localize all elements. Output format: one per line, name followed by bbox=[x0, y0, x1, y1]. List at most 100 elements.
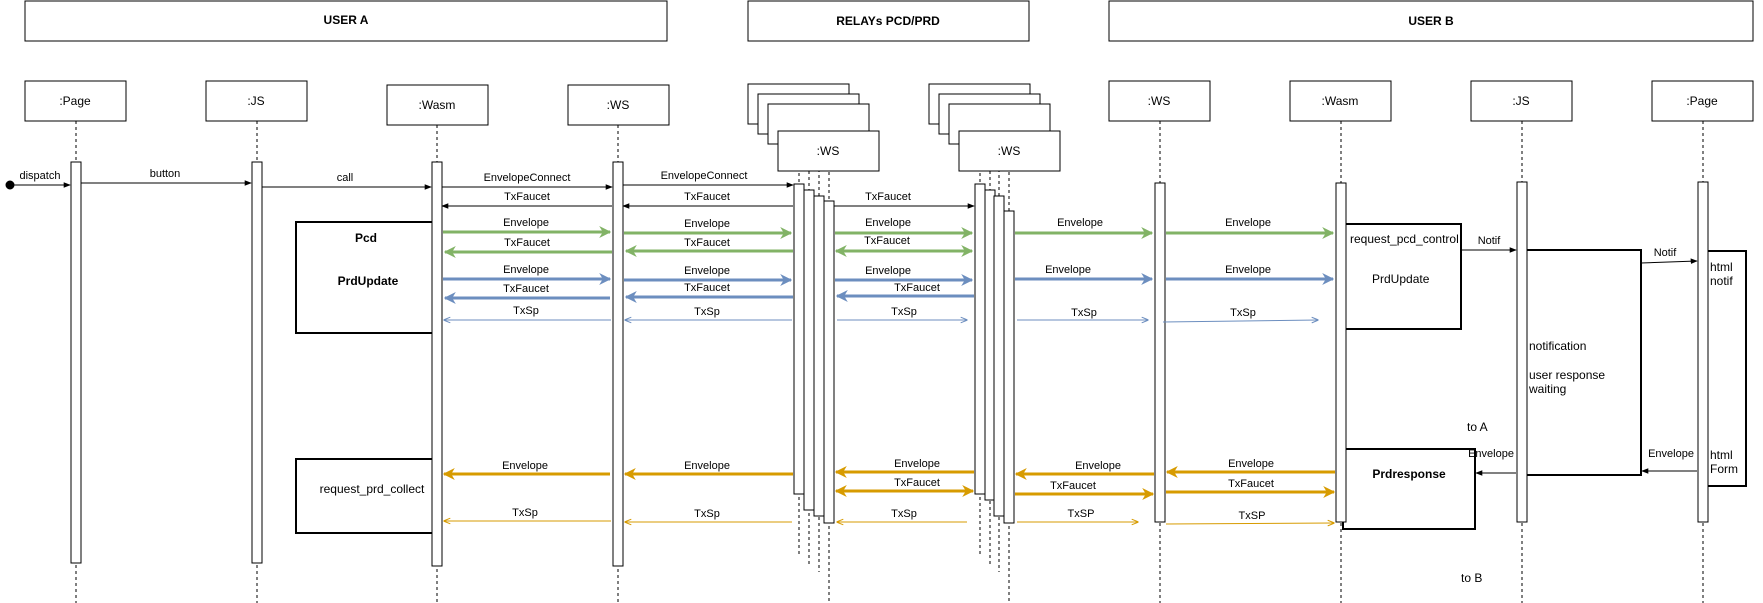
note-request-pcd-control bbox=[1342, 223, 1462, 330]
label-orange-txfaucet-3: TxFaucet bbox=[1228, 478, 1274, 490]
label-blue-txfaucet-1: TxFaucet bbox=[503, 283, 549, 295]
label-button: button bbox=[150, 168, 181, 180]
label-call: call bbox=[337, 172, 354, 184]
activation-b-ws bbox=[1154, 182, 1166, 523]
label-orange-txsp-1: TxSp bbox=[512, 507, 538, 519]
black-messages bbox=[5, 180, 1698, 476]
label-green-envelope-3: Envelope bbox=[865, 217, 911, 229]
label-green-txfaucet-1: TxFaucet bbox=[504, 237, 550, 249]
label-blue-txfaucet-3: TxFaucet bbox=[894, 282, 940, 294]
label-blue-txsp-3: TxSp bbox=[891, 306, 917, 318]
message-labels: dispatch button call EnvelopeConnect Env… bbox=[20, 168, 1694, 522]
note-html-notif bbox=[1705, 250, 1747, 487]
activation-b-wasm bbox=[1335, 182, 1347, 523]
activation-a-js bbox=[251, 161, 263, 564]
note-pcd-label: Pcd bbox=[355, 231, 377, 245]
blue-messages bbox=[443, 273, 1335, 304]
group-header-user-a: USER A bbox=[24, 0, 668, 42]
note-html-form-line2: Form bbox=[1710, 462, 1738, 476]
label-orange-envelope-6: Envelope bbox=[1468, 448, 1514, 460]
label-orange-txsp-2: TxSp bbox=[694, 508, 720, 520]
note-user-response-label: user response bbox=[1529, 368, 1605, 382]
activation-r1-3 bbox=[813, 195, 825, 517]
activation-r1-4 bbox=[823, 200, 835, 524]
label-orange-txsp-5: TxSP bbox=[1239, 510, 1266, 522]
activation-a-page bbox=[70, 161, 82, 564]
note-request-pcd-control-label: request_pcd_control bbox=[1350, 232, 1459, 246]
label-blue-envelope-1: Envelope bbox=[503, 264, 549, 276]
orange-txsp-messages bbox=[444, 521, 1334, 524]
label-orange-txsp-3: TxSp bbox=[891, 508, 917, 520]
label-green-envelope-5: Envelope bbox=[1225, 217, 1271, 229]
note-prdupdate-b-label: PrdUpdate bbox=[1372, 272, 1430, 286]
label-green-envelope-1: Envelope bbox=[503, 217, 549, 229]
label-txfaucet-c3: TxFaucet bbox=[865, 191, 911, 203]
label-notif-1: Notif bbox=[1478, 235, 1502, 247]
participant-a-js: :JS bbox=[247, 94, 264, 108]
activation-b-js bbox=[1516, 181, 1528, 523]
note-request-prd-collect-label: request_prd_collect bbox=[320, 482, 425, 496]
label-envelope-connect-1: EnvelopeConnect bbox=[484, 172, 571, 184]
note-html-notif-line1: html bbox=[1710, 260, 1733, 274]
label-orange-envelope-2: Envelope bbox=[684, 460, 730, 472]
label-green-txfaucet-2: TxFaucet bbox=[684, 237, 730, 249]
note-html-form-line1: html bbox=[1710, 448, 1733, 462]
label-txfaucet-c2: TxFaucet bbox=[684, 191, 730, 203]
activation-a-ws bbox=[612, 161, 624, 567]
participant-a-page: :Page bbox=[59, 94, 91, 108]
activation-r1-1 bbox=[793, 183, 805, 495]
note-prdresponse-label: Prdresponse bbox=[1372, 467, 1446, 481]
notes: Pcd PrdUpdate request_prd_collect reques… bbox=[295, 221, 1747, 585]
activation-r1-2 bbox=[803, 189, 815, 511]
note-to-b: to B bbox=[1461, 571, 1482, 585]
activation-a-wasm bbox=[431, 161, 443, 567]
label-envelope-connect-2: EnvelopeConnect bbox=[661, 170, 748, 182]
group-header-relays: RELAYs PCD/PRD bbox=[747, 0, 1030, 42]
label-orange-envelope-1: Envelope bbox=[502, 460, 548, 472]
note-to-a: to A bbox=[1467, 420, 1488, 434]
note-notification-label: notification bbox=[1529, 339, 1586, 353]
participant-a-wasm: :Wasm bbox=[419, 98, 456, 112]
label-green-envelope-2: Envelope bbox=[684, 218, 730, 230]
participant-a-ws: :WS bbox=[607, 98, 630, 112]
note-waiting-label: waiting bbox=[1528, 382, 1566, 396]
participant-r2-ws: :WS bbox=[998, 144, 1021, 158]
label-notif-2: Notif bbox=[1654, 247, 1678, 259]
label-blue-txsp-4: TxSp bbox=[1071, 307, 1097, 319]
activation-bars bbox=[70, 161, 1709, 567]
label-orange-envelope-3: Envelope bbox=[894, 458, 940, 470]
note-notification bbox=[1524, 249, 1642, 476]
activation-r2-4 bbox=[1003, 210, 1015, 524]
activation-r2-1 bbox=[974, 183, 986, 495]
label-blue-txsp-2: TxSp bbox=[694, 306, 720, 318]
label-dispatch: dispatch bbox=[20, 170, 61, 182]
group-label-user-a: USER A bbox=[324, 13, 369, 27]
label-blue-txfaucet-2: TxFaucet bbox=[684, 282, 730, 294]
arrow-orange-txsp-5 bbox=[1165, 523, 1334, 524]
activation-b-page bbox=[1697, 181, 1709, 523]
label-orange-txfaucet-2: TxFaucet bbox=[1050, 480, 1096, 492]
arrow-blue-txsp-5 bbox=[1162, 320, 1318, 322]
participant-r1-ws: :WS bbox=[817, 144, 840, 158]
label-blue-envelope-5: Envelope bbox=[1225, 264, 1271, 276]
group-header-user-b: USER B bbox=[1108, 0, 1754, 42]
label-orange-txsp-4: TxSP bbox=[1068, 508, 1095, 520]
note-html-notif-line2: notif bbox=[1710, 274, 1733, 288]
label-orange-txfaucet-1: TxFaucet bbox=[894, 477, 940, 489]
label-green-envelope-4: Envelope bbox=[1057, 217, 1103, 229]
orange-messages bbox=[442, 466, 1336, 500]
label-blue-txsp-5: TxSp bbox=[1230, 307, 1256, 319]
label-orange-envelope-7: Envelope bbox=[1648, 448, 1694, 460]
label-green-txfaucet-3: TxFaucet bbox=[864, 235, 910, 247]
group-label-user-b: USER B bbox=[1408, 14, 1454, 28]
label-blue-txsp-1: TxSp bbox=[513, 305, 539, 317]
label-orange-envelope-5: Envelope bbox=[1228, 458, 1274, 470]
participant-b-page: :Page bbox=[1686, 94, 1718, 108]
green-messages bbox=[443, 226, 1335, 258]
label-orange-envelope-4: Envelope bbox=[1075, 460, 1121, 472]
participant-b-wasm: :Wasm bbox=[1322, 94, 1359, 108]
note-prdupdate-a-label: PrdUpdate bbox=[338, 274, 399, 288]
note-prdresponse bbox=[1342, 448, 1476, 530]
label-blue-envelope-4: Envelope bbox=[1045, 264, 1091, 276]
